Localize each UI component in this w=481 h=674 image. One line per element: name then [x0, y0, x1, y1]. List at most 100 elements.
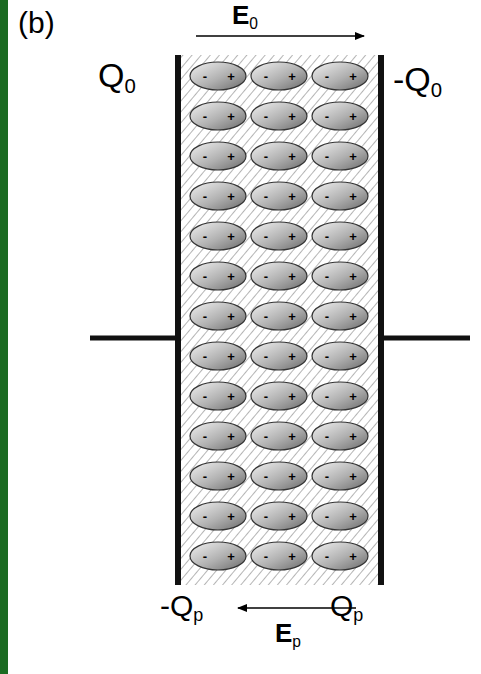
charge-label: Q0 — [98, 58, 136, 97]
dipole-sign: - — [264, 70, 268, 83]
dipole-sign: + — [227, 190, 235, 203]
dipole-sign: - — [325, 70, 329, 83]
dipole-sign: + — [288, 270, 296, 283]
dipole — [251, 102, 307, 130]
dipole-sign: - — [325, 230, 329, 243]
dipole-sign: - — [325, 190, 329, 203]
dipole-sign: + — [349, 110, 357, 123]
dipole — [251, 542, 307, 570]
dipole-sign: + — [288, 190, 296, 203]
dipole-sign: + — [288, 70, 296, 83]
dipole — [312, 262, 368, 290]
dipole — [312, 382, 368, 410]
dipole — [312, 342, 368, 370]
dipole — [190, 502, 246, 530]
dipole — [190, 102, 246, 130]
dipole-sign: - — [325, 350, 329, 363]
dipole-sign: - — [264, 470, 268, 483]
dipole-sign: - — [203, 110, 207, 123]
dipole — [190, 462, 246, 490]
dipole — [190, 422, 246, 450]
dipole — [312, 62, 368, 90]
dipole-sign: - — [325, 270, 329, 283]
dipole-sign: - — [203, 550, 207, 563]
dipole-sign: - — [264, 150, 268, 163]
dipole-sign: - — [264, 230, 268, 243]
panel-label: (b) — [18, 8, 55, 38]
dipole-sign: - — [325, 510, 329, 523]
dipole-sign: + — [227, 350, 235, 363]
dipole-sign: - — [203, 230, 207, 243]
dipole — [190, 382, 246, 410]
dipole-sign: - — [203, 190, 207, 203]
field-label: E0 — [232, 2, 258, 31]
dipole-sign: - — [203, 470, 207, 483]
dipole-sign: + — [349, 510, 357, 523]
dipole — [312, 302, 368, 330]
dipole-sign: + — [349, 550, 357, 563]
dipole — [312, 142, 368, 170]
dipole-sign: + — [349, 70, 357, 83]
dipole-sign: + — [349, 230, 357, 243]
dipole-sign: - — [203, 510, 207, 523]
dipole-sign: - — [264, 270, 268, 283]
dipole — [251, 342, 307, 370]
dipole — [251, 502, 307, 530]
dipole-sign: + — [288, 310, 296, 323]
dipole-sign: + — [288, 350, 296, 363]
dipole-sign: + — [288, 470, 296, 483]
dipole-sign: + — [288, 110, 296, 123]
wire — [90, 336, 175, 341]
dipole — [190, 262, 246, 290]
dipole — [190, 342, 246, 370]
dipole-sign: - — [264, 310, 268, 323]
dipole-sign: - — [325, 390, 329, 403]
charge-label: -Qp — [160, 591, 203, 624]
dipole — [190, 142, 246, 170]
dipole — [190, 302, 246, 330]
dipole — [190, 182, 246, 210]
dipole — [312, 182, 368, 210]
dipole — [190, 542, 246, 570]
dipole-sign: - — [264, 390, 268, 403]
dipole-sign: - — [325, 110, 329, 123]
dipole — [251, 302, 307, 330]
dipole-sign: - — [325, 430, 329, 443]
dipole-sign: + — [288, 390, 296, 403]
dipole-sign: - — [203, 150, 207, 163]
dipole-sign: - — [203, 270, 207, 283]
dipole — [251, 182, 307, 210]
charge-label: Qp — [330, 591, 363, 624]
field-arrow — [196, 35, 364, 37]
dipole — [190, 62, 246, 90]
dipole-sign: + — [349, 350, 357, 363]
dipole-sign: - — [325, 470, 329, 483]
dipole-sign: + — [288, 550, 296, 563]
dipole — [251, 382, 307, 410]
dipole-sign: - — [203, 70, 207, 83]
dipole-sign: + — [349, 270, 357, 283]
dipole-sign: + — [288, 230, 296, 243]
dipole-sign: - — [325, 310, 329, 323]
dipole-sign: - — [264, 510, 268, 523]
dielectric — [181, 55, 378, 585]
dipole-sign: + — [349, 430, 357, 443]
dipole-sign: + — [227, 390, 235, 403]
dipole-sign: - — [264, 350, 268, 363]
dipole-sign: + — [349, 310, 357, 323]
field-label: Ep — [275, 620, 301, 649]
dipole — [312, 222, 368, 250]
dipole-sign: + — [227, 430, 235, 443]
dipole — [312, 422, 368, 450]
dipole-sign: - — [203, 310, 207, 323]
dipole — [251, 422, 307, 450]
dipole-sign: + — [227, 470, 235, 483]
dipole-sign: + — [227, 270, 235, 283]
dipole — [312, 102, 368, 130]
charge-label: -Q0 — [393, 62, 442, 101]
dipole — [251, 262, 307, 290]
dipole-sign: + — [227, 550, 235, 563]
dipole-sign: + — [227, 70, 235, 83]
dipole-sign: - — [325, 150, 329, 163]
